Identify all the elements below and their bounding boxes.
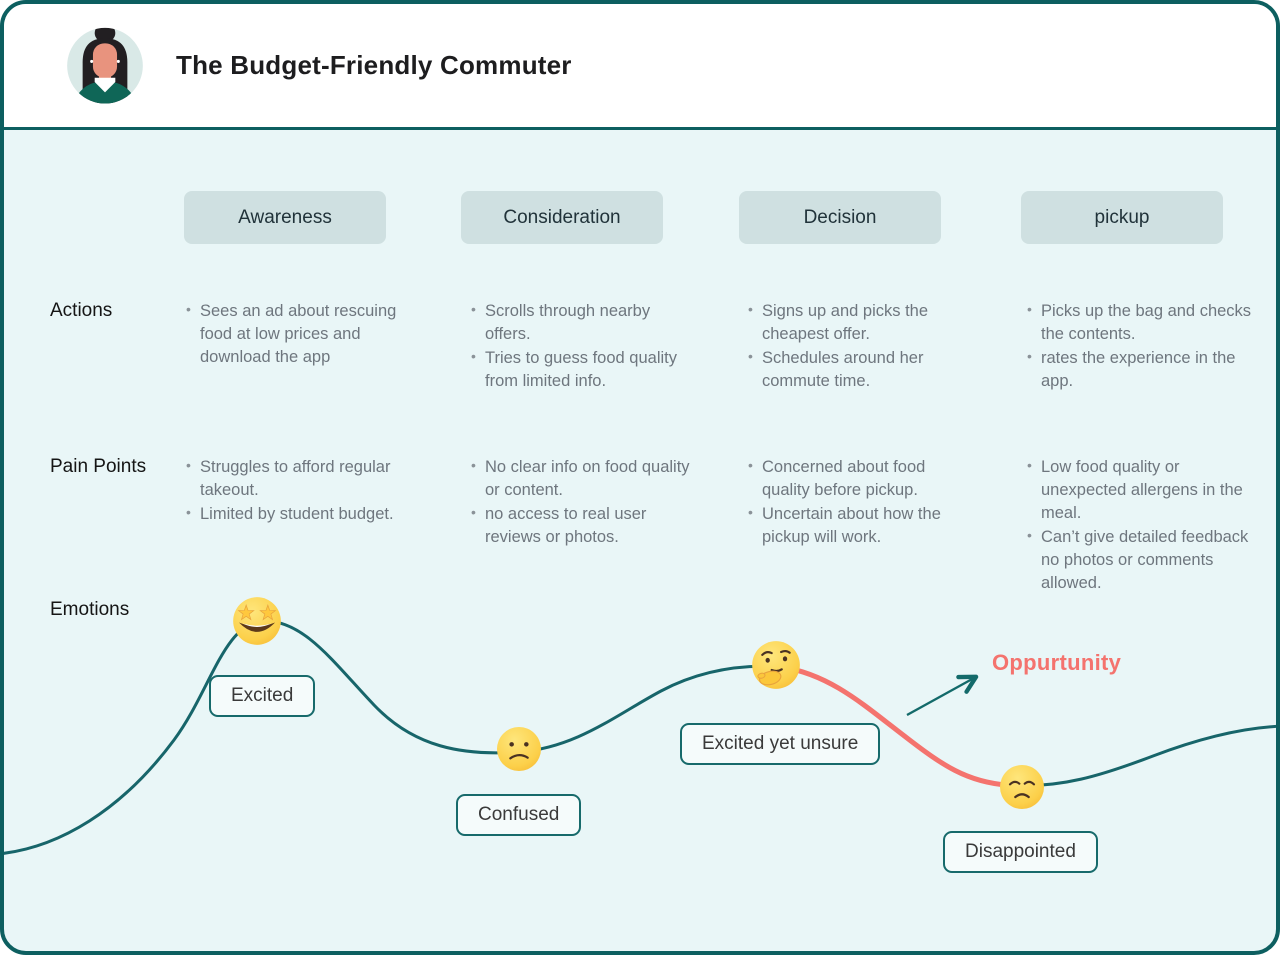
stage-chip-pickup: pickup: [1021, 191, 1223, 244]
action-item: Tries to guess food quality from limited…: [470, 347, 698, 393]
pain-item: No clear info on food quality or content…: [470, 456, 698, 502]
pain-decision: Concerned about food quality before pick…: [747, 456, 975, 550]
avatar: [62, 16, 148, 112]
pain-item: Concerned about food quality before pick…: [747, 456, 975, 502]
pain-item: Can’t give detailed feedback no photos o…: [1026, 526, 1254, 595]
stage-chip-consideration: Consideration: [461, 191, 663, 244]
pain-item: no access to real user reviews or photos…: [470, 503, 698, 549]
actions-consideration: Scrolls through nearby offers. Tries to …: [470, 300, 698, 394]
pain-item: Struggles to afford regular takeout.: [185, 456, 413, 502]
confused-emoji: [495, 725, 543, 773]
opportunity-annotation: Oppurtunity: [992, 650, 1122, 675]
stage-label: Awareness: [238, 206, 332, 228]
stage-label: pickup: [1094, 206, 1150, 228]
pain-item: Limited by student budget.: [185, 503, 413, 526]
emotion-label-confused: Confused: [456, 794, 582, 836]
emotion-label-excited-yet-unsure: Excited yet unsure: [680, 723, 881, 765]
action-item: Picks up the bag and checks the contents…: [1026, 300, 1254, 346]
stage-label: Decision: [803, 206, 877, 228]
row-label-actions: Actions: [50, 300, 113, 321]
pain-pickup: Low food quality or unexpected allergens…: [1026, 456, 1254, 596]
pain-item: Uncertain about how the pickup will work…: [747, 503, 975, 549]
row-label-emotions: Emotions: [50, 599, 130, 620]
action-item: rates the experience in the app.: [1026, 347, 1254, 393]
stage-chip-decision: Decision: [739, 191, 941, 244]
stage-chip-awareness: Awareness: [184, 191, 386, 244]
actions-pickup: Picks up the bag and checks the contents…: [1026, 300, 1254, 394]
thinking-emoji: [750, 639, 802, 691]
disappointed-emoji: [998, 763, 1046, 811]
emotion-label-excited: Excited: [209, 675, 316, 717]
stage-label: Consideration: [503, 206, 621, 228]
emotion-label-disappointed: Disappointed: [943, 831, 1098, 873]
action-item: Sees an ad about rescuing food at low pr…: [185, 300, 413, 369]
actions-decision: Signs up and picks the cheapest offer. S…: [747, 300, 975, 394]
action-item: Schedules around her commute time.: [747, 347, 975, 393]
actions-awareness: Sees an ad about rescuing food at low pr…: [185, 300, 413, 370]
pain-item: Low food quality or unexpected allergens…: [1026, 456, 1254, 525]
page-title: The Budget-Friendly Commuter: [176, 50, 572, 80]
action-item: Signs up and picks the cheapest offer.: [747, 300, 975, 346]
action-item: Scrolls through nearby offers.: [470, 300, 698, 346]
opportunity-arrow: [906, 674, 979, 717]
pain-awareness: Struggles to afford regular takeout. Lim…: [185, 456, 413, 527]
pain-consideration: No clear info on food quality or content…: [470, 456, 698, 550]
header: The Budget-Friendly Commuter: [4, 4, 1276, 130]
row-label-pain-points: Pain Points: [50, 456, 147, 477]
star-struck-emoji: [231, 595, 283, 647]
